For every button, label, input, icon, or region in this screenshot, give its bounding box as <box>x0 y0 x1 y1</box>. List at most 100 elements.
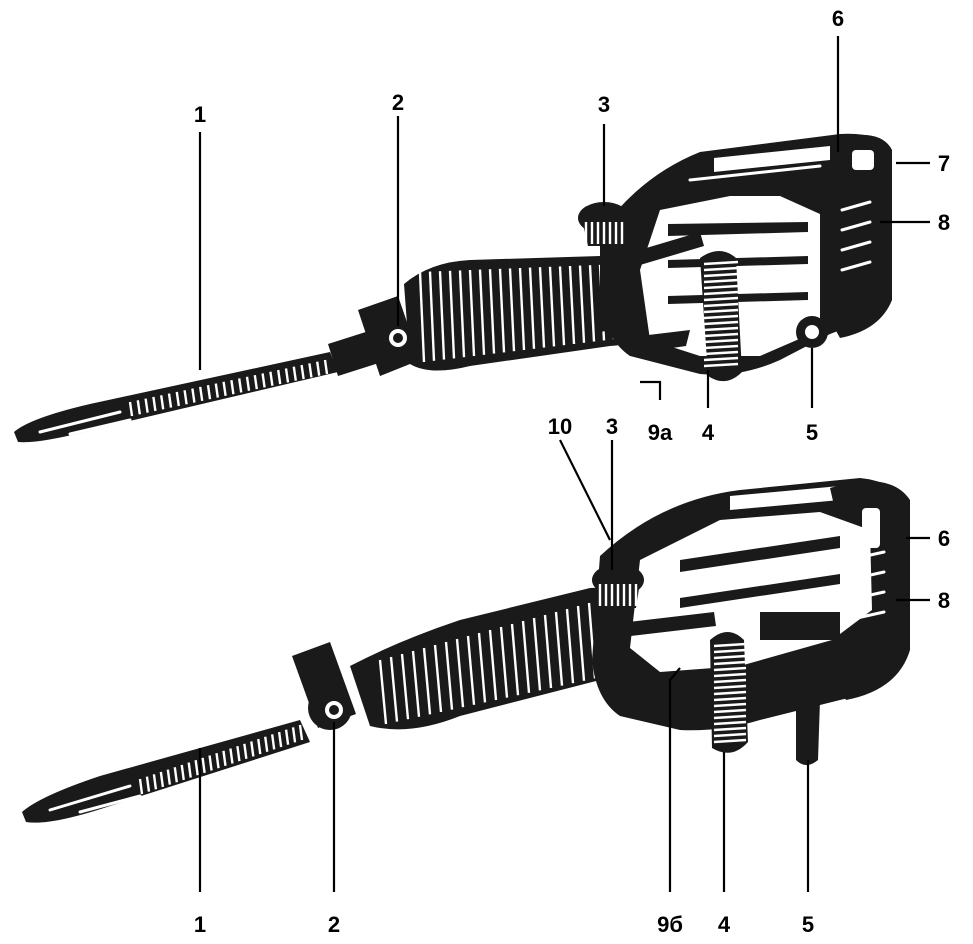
rib-line <box>713 702 747 708</box>
rib-line <box>411 650 421 717</box>
rib-line <box>703 266 739 272</box>
label-top-6: 6 <box>832 6 844 31</box>
rib-line <box>478 269 486 355</box>
rib-line <box>201 757 206 774</box>
rib-line <box>270 734 276 750</box>
rib-line <box>713 660 747 666</box>
rib-line <box>703 320 739 326</box>
rib-line <box>180 764 185 781</box>
rib-line <box>152 396 157 412</box>
label-top-5: 5 <box>806 420 818 445</box>
rib-line <box>713 690 747 696</box>
rib-line <box>703 302 739 308</box>
rib-line <box>703 314 739 320</box>
rib-line <box>229 748 234 764</box>
rib-line <box>488 269 496 354</box>
rib-line <box>250 741 255 757</box>
label-top-8: 8 <box>938 210 950 235</box>
rib-line <box>532 617 542 691</box>
label-top-1: 1 <box>194 102 206 127</box>
chisel-bit <box>14 352 338 443</box>
label-bottom-6: 6 <box>938 526 950 551</box>
rib-line <box>138 778 144 795</box>
hammer-bottom-view <box>22 478 910 823</box>
chisel-bit-2 <box>22 720 310 823</box>
rib-line <box>578 265 586 343</box>
rib-line <box>160 395 165 410</box>
rib-line <box>222 750 227 766</box>
rib-line <box>261 373 266 388</box>
rib-line <box>713 654 747 660</box>
rib-line <box>713 678 747 684</box>
rib-line <box>703 332 739 338</box>
rib-line <box>548 266 556 347</box>
tool-retainer-2 <box>292 642 356 730</box>
rib-line <box>236 745 241 762</box>
rib-line <box>152 774 158 790</box>
rib-line <box>568 265 576 345</box>
rib-line <box>703 308 739 314</box>
rib-line <box>543 614 553 689</box>
rib-line <box>238 378 243 393</box>
rear-handle <box>830 134 892 338</box>
label-top-4: 4 <box>702 420 715 445</box>
rib-line <box>576 605 586 681</box>
rib-line <box>269 371 274 386</box>
rib-line <box>510 623 520 696</box>
rib-line <box>588 265 596 342</box>
rib-line <box>257 738 262 755</box>
rib-line <box>703 284 739 290</box>
rib-line <box>145 776 151 792</box>
rib-line <box>438 271 446 360</box>
rib-line <box>284 729 290 745</box>
label-bottom-1: 1 <box>194 912 206 937</box>
hammer-top-view <box>14 133 892 443</box>
rib-line <box>194 760 199 776</box>
rib-line <box>208 755 213 771</box>
rib-line <box>298 724 304 741</box>
rib-line <box>713 726 747 732</box>
rib-line <box>400 653 410 720</box>
label-bottom-8: 8 <box>938 588 950 613</box>
rib-line <box>703 350 739 356</box>
rib-line <box>448 270 456 359</box>
rib-line <box>253 374 258 390</box>
rib-line <box>455 638 465 708</box>
rib-line <box>245 376 251 391</box>
rib-line <box>703 260 739 266</box>
rib-line <box>308 363 313 378</box>
rib-line <box>468 269 476 357</box>
rib-line <box>316 361 321 376</box>
rib-line <box>703 290 739 296</box>
rib-line <box>488 629 498 701</box>
rib-line <box>703 296 739 302</box>
rib-line <box>713 672 747 678</box>
rib-line <box>264 736 269 752</box>
rib-line <box>144 398 149 413</box>
rib-line <box>183 390 188 405</box>
rib-line <box>167 393 173 408</box>
rib-line <box>222 381 227 397</box>
rib-line <box>713 684 747 690</box>
rib-line <box>175 391 180 407</box>
label-top-3: 3 <box>598 92 610 117</box>
rib-line <box>292 366 297 381</box>
tool-retainer <box>328 296 420 376</box>
cable-guard <box>640 316 828 352</box>
rib-line <box>389 656 399 722</box>
side-handle <box>600 232 742 382</box>
rear-handle-2 <box>830 481 910 700</box>
rib-line <box>277 369 282 385</box>
rib-line <box>499 626 509 698</box>
barrel-housing <box>404 256 650 371</box>
rib-line <box>703 278 739 284</box>
side-handle-knob-2 <box>592 564 644 608</box>
rib-line <box>713 708 747 714</box>
rib-line <box>713 714 747 720</box>
rib-line <box>703 362 739 368</box>
label-bottom-4: 4 <box>718 912 731 937</box>
rib-line <box>187 762 192 778</box>
rib-line <box>166 769 172 785</box>
rib-line <box>713 666 747 672</box>
